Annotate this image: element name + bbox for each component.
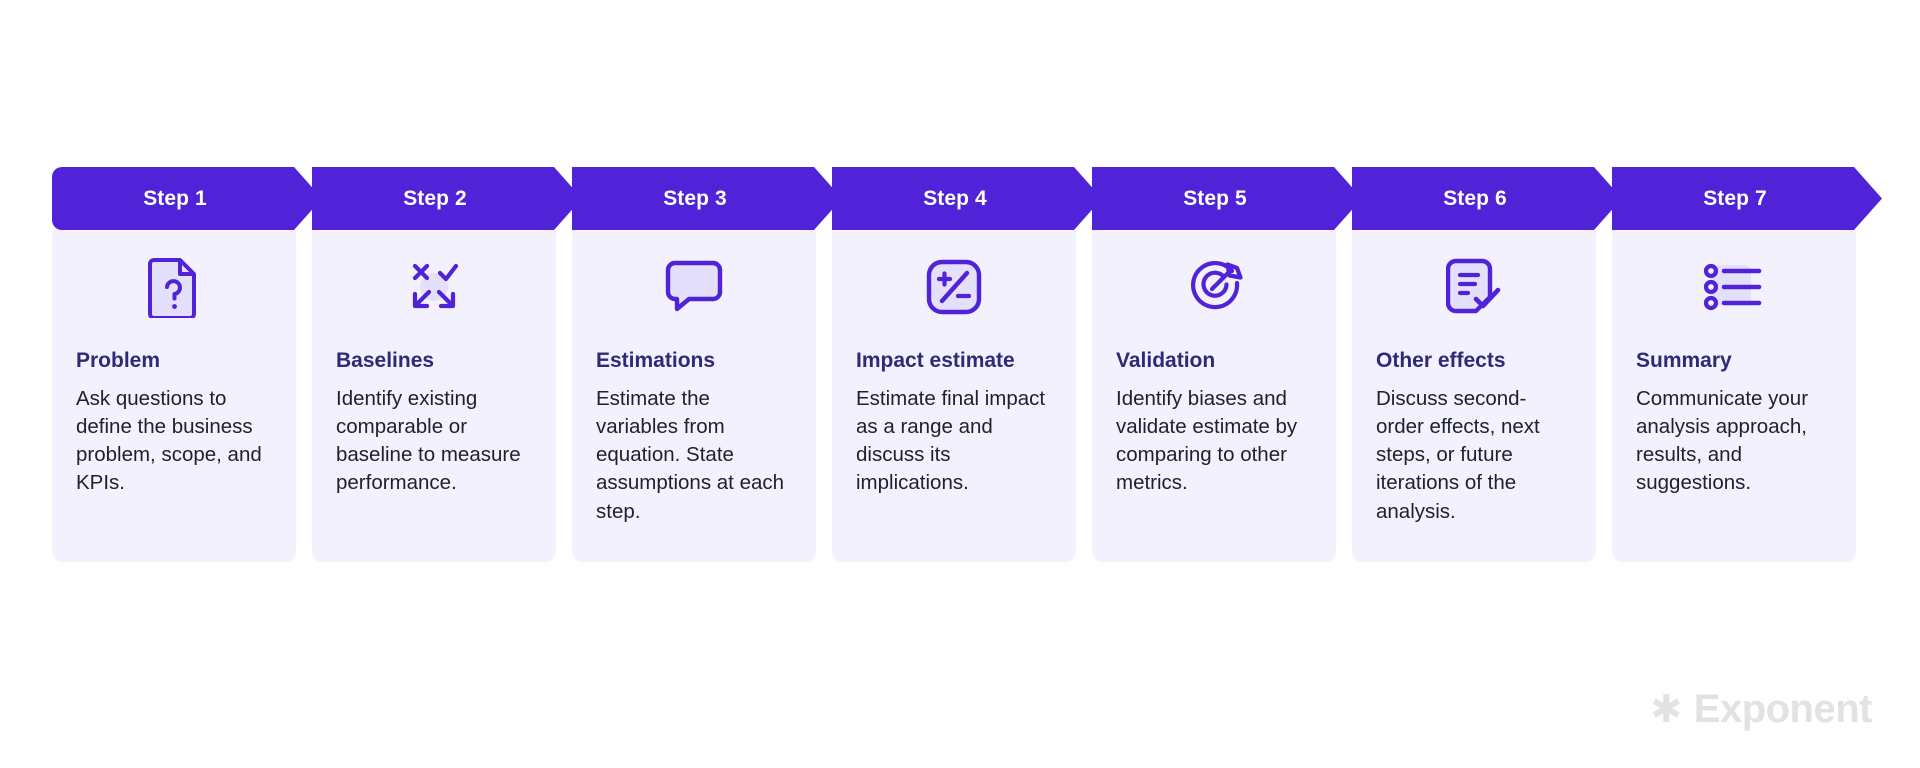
step-column-3: Step 3 Estimations Estimate the variable… bbox=[572, 167, 832, 562]
plus-minus-calculator-icon bbox=[856, 256, 1052, 318]
step-card-4: Impact estimate Estimate final impact as… bbox=[832, 230, 1076, 562]
step-header-5[interactable]: Step 5 bbox=[1092, 167, 1362, 230]
bulleted-list-icon bbox=[1636, 256, 1832, 318]
step-description: Communicate your analysis approach, resu… bbox=[1636, 387, 1809, 495]
step-header-label: Step 4 bbox=[923, 186, 987, 210]
step-card-6: Other effects Discuss second-order effec… bbox=[1352, 230, 1596, 562]
step-title: Other effects bbox=[1376, 349, 1506, 372]
step-title: Summary bbox=[1636, 349, 1732, 372]
target-dart-icon bbox=[1116, 256, 1312, 318]
step-column-1: Step 1 Problem Ask questions to define t… bbox=[52, 167, 312, 562]
step-header-label: Step 7 bbox=[1703, 186, 1767, 210]
document-check-icon bbox=[1376, 256, 1572, 318]
step-header-label: Step 3 bbox=[663, 186, 727, 210]
step-header-3[interactable]: Step 3 bbox=[572, 167, 842, 230]
step-column-4: Step 4 Impact estimate Estimate final im… bbox=[832, 167, 1092, 562]
step-column-2: Step 2 Baselines Identify existing compa… bbox=[312, 167, 572, 562]
exponent-logo: ✱ Exponent bbox=[1650, 687, 1872, 732]
step-card-2: Baselines Identify existing comparable o… bbox=[312, 230, 556, 562]
speech-bubble-icon bbox=[596, 256, 792, 318]
step-header-2[interactable]: Step 2 bbox=[312, 167, 582, 230]
compare-cross-check-arrows-icon bbox=[336, 256, 532, 318]
step-card-7: Summary Communicate your analysis approa… bbox=[1612, 230, 1856, 562]
asterisk-icon: ✱ bbox=[1650, 688, 1682, 731]
step-title: Estimations bbox=[596, 349, 716, 372]
step-header-1[interactable]: Step 1 bbox=[52, 167, 322, 230]
step-description: Estimate final impact as a range and dis… bbox=[856, 387, 1046, 495]
brand-name: Exponent bbox=[1693, 687, 1873, 731]
step-title: Validation bbox=[1116, 349, 1216, 372]
step-column-5: Step 5 Validation Identify biases and va… bbox=[1092, 167, 1352, 562]
step-column-7: Step 7 Summary Communicate your analysis… bbox=[1612, 167, 1872, 562]
step-header-label: Step 5 bbox=[1183, 186, 1247, 210]
step-header-label: Step 6 bbox=[1443, 186, 1507, 210]
step-description: Discuss second-order effects, next steps… bbox=[1376, 387, 1540, 523]
step-header-7[interactable]: Step 7 bbox=[1612, 167, 1882, 230]
step-column-6: Step 6 Other effects Discuss second-orde… bbox=[1352, 167, 1612, 562]
step-title: Baselines bbox=[336, 349, 435, 372]
step-description: Ask questions to define the business pro… bbox=[76, 387, 262, 495]
step-title: Problem bbox=[76, 349, 161, 372]
step-card-3: Estimations Estimate the variables from … bbox=[572, 230, 816, 562]
step-header-label: Step 2 bbox=[403, 186, 467, 210]
step-card-5: Validation Identify biases and validate … bbox=[1092, 230, 1336, 562]
document-question-icon bbox=[76, 256, 272, 318]
step-card-1: Problem Ask questions to define the busi… bbox=[52, 230, 296, 562]
steps-row: Step 1 Problem Ask questions to define t… bbox=[52, 167, 1872, 562]
step-description: Identify biases and validate estimate by… bbox=[1116, 387, 1298, 495]
step-header-6[interactable]: Step 6 bbox=[1352, 167, 1622, 230]
step-title: Impact estimate bbox=[856, 349, 1015, 372]
step-header-4[interactable]: Step 4 bbox=[832, 167, 1102, 230]
step-description: Estimate the variables from equation. St… bbox=[596, 387, 785, 523]
step-header-label: Step 1 bbox=[143, 186, 207, 210]
step-description: Identify existing comparable or baseline… bbox=[336, 387, 521, 495]
